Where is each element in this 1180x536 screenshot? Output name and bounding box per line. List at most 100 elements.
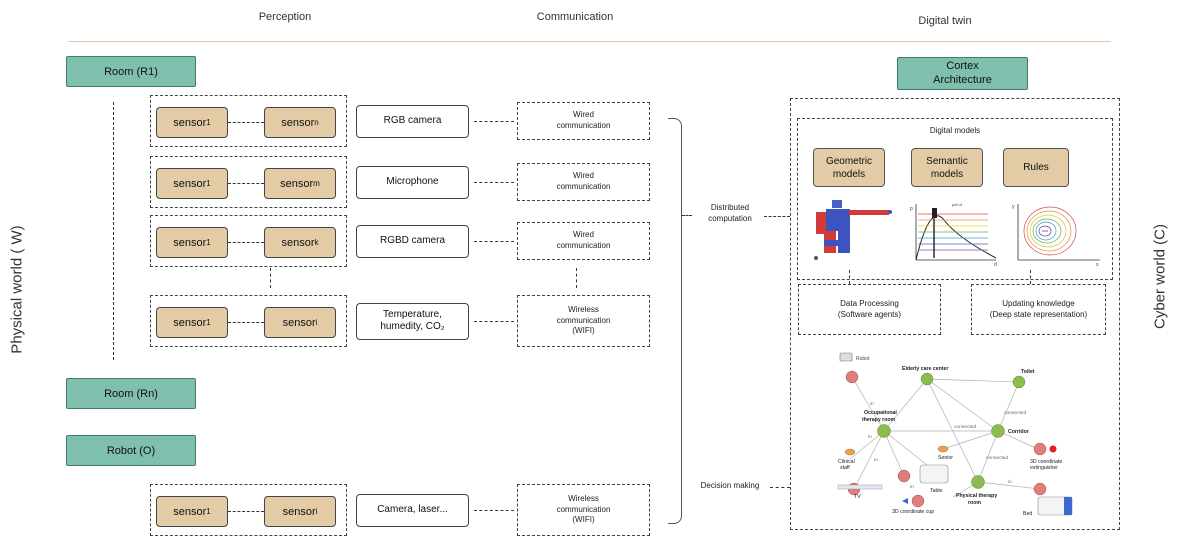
cortex-line-2: Architecture xyxy=(933,73,992,86)
occupational-node xyxy=(877,424,891,438)
edge-in-label-5: in xyxy=(1008,479,1012,485)
updating-knowledge-link xyxy=(1030,270,1031,284)
graph-physical-label-1: Physical therapy xyxy=(956,493,997,499)
sensor-subscript: n xyxy=(314,118,319,127)
edge-in-label-1: in xyxy=(870,401,874,407)
cyber-world-label: Cyber world (C) xyxy=(1151,224,1169,330)
device-box: RGBD camera xyxy=(356,224,469,258)
graph-cup-label: 3D coordinate cup xyxy=(892,509,934,515)
comm-link-line xyxy=(474,241,514,242)
device-box: Camera, laser... xyxy=(356,493,469,527)
sensor-subscript: i xyxy=(315,318,318,327)
elderly-care-node xyxy=(920,372,934,386)
graph-toilet-label: Toilet xyxy=(1021,369,1035,375)
header-communication: Communication xyxy=(536,11,614,23)
room-r1-tag: Room (R1) xyxy=(66,56,196,87)
extinguisher-icon xyxy=(1049,445,1057,453)
contour-y-label: y xyxy=(1012,204,1015,210)
device-label-line: humedity, CO₂ xyxy=(380,321,445,332)
sensor-subscript: 1 xyxy=(206,118,211,127)
comm-link-line xyxy=(474,510,514,511)
sensor-group-box xyxy=(150,156,347,208)
edge-in-label-3: in xyxy=(874,457,878,463)
sensor-link-line xyxy=(228,122,264,123)
device-box: Microphone xyxy=(356,165,469,199)
table-node xyxy=(897,469,911,483)
graph-occupational-label-2: therapy room xyxy=(862,417,896,423)
graph-clinical-label-2: staff xyxy=(840,465,850,471)
sensor-link-line xyxy=(228,511,264,512)
comm-label-line: (WIFI) xyxy=(572,326,595,336)
cup-icon xyxy=(902,498,908,504)
physical-therapy-node xyxy=(971,475,985,489)
bed-node xyxy=(1033,482,1047,496)
sensor-label: sensor xyxy=(282,316,316,329)
sensor-group-box xyxy=(150,95,347,147)
bracket-tick xyxy=(682,215,692,216)
contour-plot-icon: y x xyxy=(1012,204,1100,268)
comm-label-line: (WIFI) xyxy=(572,515,595,525)
extinguisher-node xyxy=(1033,442,1047,456)
clinical-staff-icon xyxy=(844,448,856,456)
graph-tv-label: TV xyxy=(854,494,861,500)
comm-label-line: communication xyxy=(556,241,611,250)
bed-pillow xyxy=(1064,497,1072,515)
comm-link-line xyxy=(474,321,514,322)
header-perception: Perception xyxy=(258,11,312,23)
graph-senior-label: Senior xyxy=(938,455,953,461)
distributed-line-1: Distributed xyxy=(710,203,750,212)
room-bracket-line xyxy=(113,102,114,360)
graph-elderly-label: Elderly care center xyxy=(902,366,948,372)
comm-label-line: Wireless xyxy=(568,304,599,314)
comm-label-line: communication xyxy=(556,315,611,325)
graph-table-label: Table xyxy=(930,488,943,494)
edge-in-label-4: in xyxy=(910,484,914,490)
graph-corridor-label: Corridor xyxy=(1008,429,1029,435)
robot-tag: Robot (O) xyxy=(66,435,196,466)
sensor-label: sensor xyxy=(280,177,314,190)
sensor-link-line xyxy=(228,242,264,243)
comm-bracket xyxy=(668,118,682,524)
sensor-label: sensor xyxy=(282,505,316,518)
comm-label-line: communication xyxy=(556,182,611,191)
cup-node xyxy=(911,494,925,508)
sensor-continuation-line xyxy=(270,268,271,288)
data-processing-line-1: Data Processing xyxy=(840,298,899,308)
data-processing-line-2: (Software agents) xyxy=(837,309,902,319)
comm-label-line: Wireless xyxy=(568,493,599,503)
table-icon xyxy=(919,464,949,484)
senior-icon xyxy=(937,445,949,453)
sensor-link-line xyxy=(228,183,264,184)
edge-connected-label-1: connected xyxy=(954,424,976,430)
semantic-models-box: Semantic models xyxy=(911,148,983,187)
graph-extinguisher-label-2: extinguisher xyxy=(1030,465,1058,471)
sensor-subscript: i xyxy=(315,507,318,516)
digital-models-box xyxy=(797,118,1113,280)
device-label-line: Temperature, xyxy=(383,308,442,320)
graph-bed-label: Bed xyxy=(1023,511,1032,517)
header-digital-twin: Digital twin xyxy=(918,15,972,27)
sensor-subscript: 1 xyxy=(206,238,211,247)
toilet-node xyxy=(1012,375,1026,389)
rules-box: Rules xyxy=(1003,148,1069,187)
comm-label-line: Wired xyxy=(573,230,594,240)
digital-twin-box xyxy=(790,98,1120,530)
plot-d-label: d xyxy=(994,262,997,268)
distributed-line-2: computation xyxy=(708,213,752,223)
sensor-subscript: k xyxy=(314,238,319,247)
comm-continuation-line xyxy=(576,268,577,288)
edge-in-label-2: in xyxy=(868,434,872,440)
data-processing-box: Data Processing (Software agents) xyxy=(798,284,941,335)
semantic-graph: Robot Elderly care center Toilet Occupat… xyxy=(837,352,1073,517)
plot-p-label: p xyxy=(910,206,913,212)
